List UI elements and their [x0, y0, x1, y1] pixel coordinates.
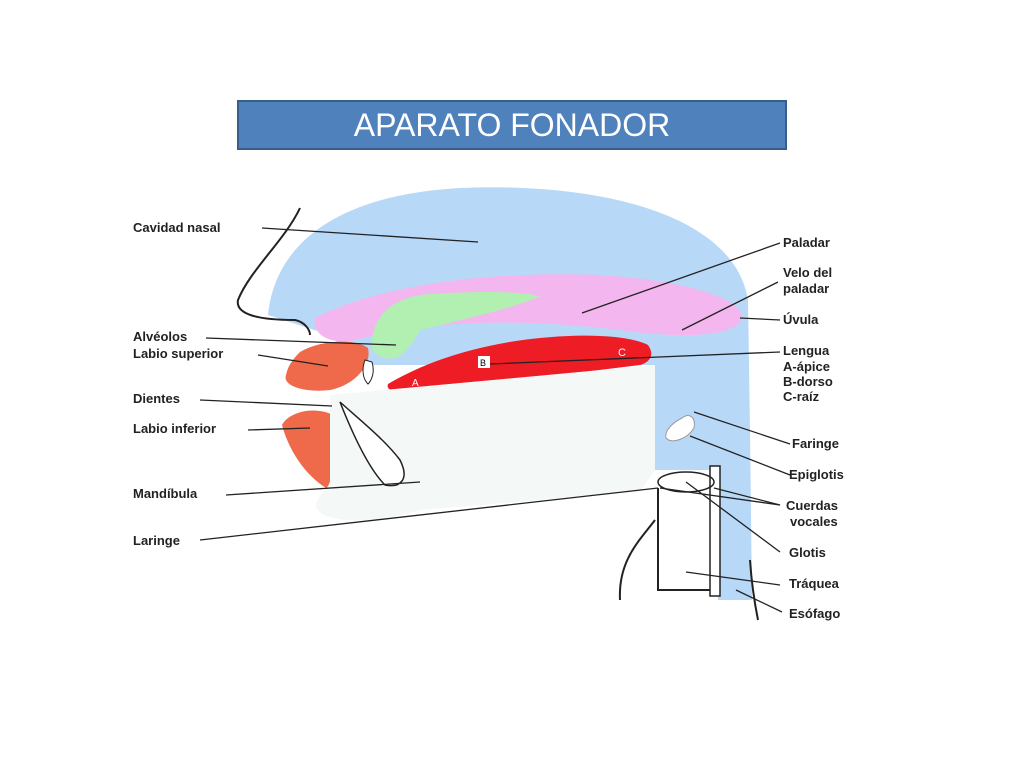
leader-cuerdas-2 — [713, 487, 781, 506]
trachea — [657, 480, 713, 591]
label-cuerdas-2: vocales — [790, 514, 838, 529]
label-lengua: Lengua — [783, 343, 830, 358]
leader-alveolos — [205, 337, 397, 346]
label-lengua-b: B-dorso — [783, 374, 833, 389]
label-alveolos: Alvéolos — [133, 329, 187, 344]
title-box: APARATO FONADOR — [237, 100, 787, 150]
label-paladar: Paladar — [783, 235, 830, 250]
tongue-mark-a: A — [412, 378, 419, 389]
label-labio-superior: Labio superior — [133, 346, 223, 361]
leader-lengua — [489, 351, 781, 365]
leader-esofago — [735, 589, 783, 613]
neck-outline — [618, 519, 656, 601]
upper-tooth — [362, 359, 374, 385]
label-cuerdas-1: Cuerdas — [786, 498, 838, 513]
leader-traquea — [685, 571, 781, 586]
leader-laringe — [199, 487, 659, 541]
label-esofago: Esófago — [789, 606, 840, 621]
label-mandibula: Mandíbula — [133, 486, 198, 501]
label-velo-1: Velo del — [783, 265, 832, 280]
label-dientes: Dientes — [133, 391, 180, 406]
alveolar-ridge — [371, 292, 540, 359]
leader-velo — [681, 281, 779, 331]
leader-cavidad-nasal — [261, 227, 479, 243]
tongue-mark-b: B — [480, 358, 486, 368]
leader-faringe — [693, 411, 791, 445]
label-faringe: Faringe — [792, 436, 839, 451]
label-glotis: Glotis — [789, 545, 826, 560]
lower-tooth — [339, 401, 405, 487]
tongue-mark-c: C — [618, 347, 626, 359]
tongue — [387, 335, 652, 393]
label-epiglotis: Epiglotis — [789, 467, 844, 482]
tongue-mark-b-box — [478, 356, 490, 368]
leader-paladar — [581, 242, 781, 314]
esophagus-wall — [709, 465, 721, 597]
leader-glotis — [685, 481, 781, 553]
leader-labio-superior — [257, 354, 329, 367]
back-neck-outline — [749, 559, 759, 621]
leader-epiglotis — [689, 435, 791, 476]
leader-mandibula — [225, 481, 421, 496]
leader-uvula — [739, 317, 781, 321]
label-cavidad-nasal: Cavidad nasal — [133, 220, 220, 235]
nose-outline — [236, 207, 311, 336]
label-traquea: Tráquea — [789, 576, 840, 591]
page-title: APARATO FONADOR — [353, 106, 671, 143]
leader-dientes — [199, 399, 333, 407]
label-labio-inferior: Labio inferior — [133, 421, 216, 436]
leader-labio-inferior — [247, 427, 311, 431]
label-laringe: Laringe — [133, 533, 180, 548]
label-lengua-a: A-ápice — [783, 359, 830, 374]
epiglottis — [665, 415, 695, 442]
label-lengua-c: C-raíz — [783, 389, 820, 404]
label-velo-2: paladar — [783, 281, 829, 296]
leader-cuerdas-1 — [659, 487, 781, 506]
label-uvula: Úvula — [783, 312, 819, 327]
